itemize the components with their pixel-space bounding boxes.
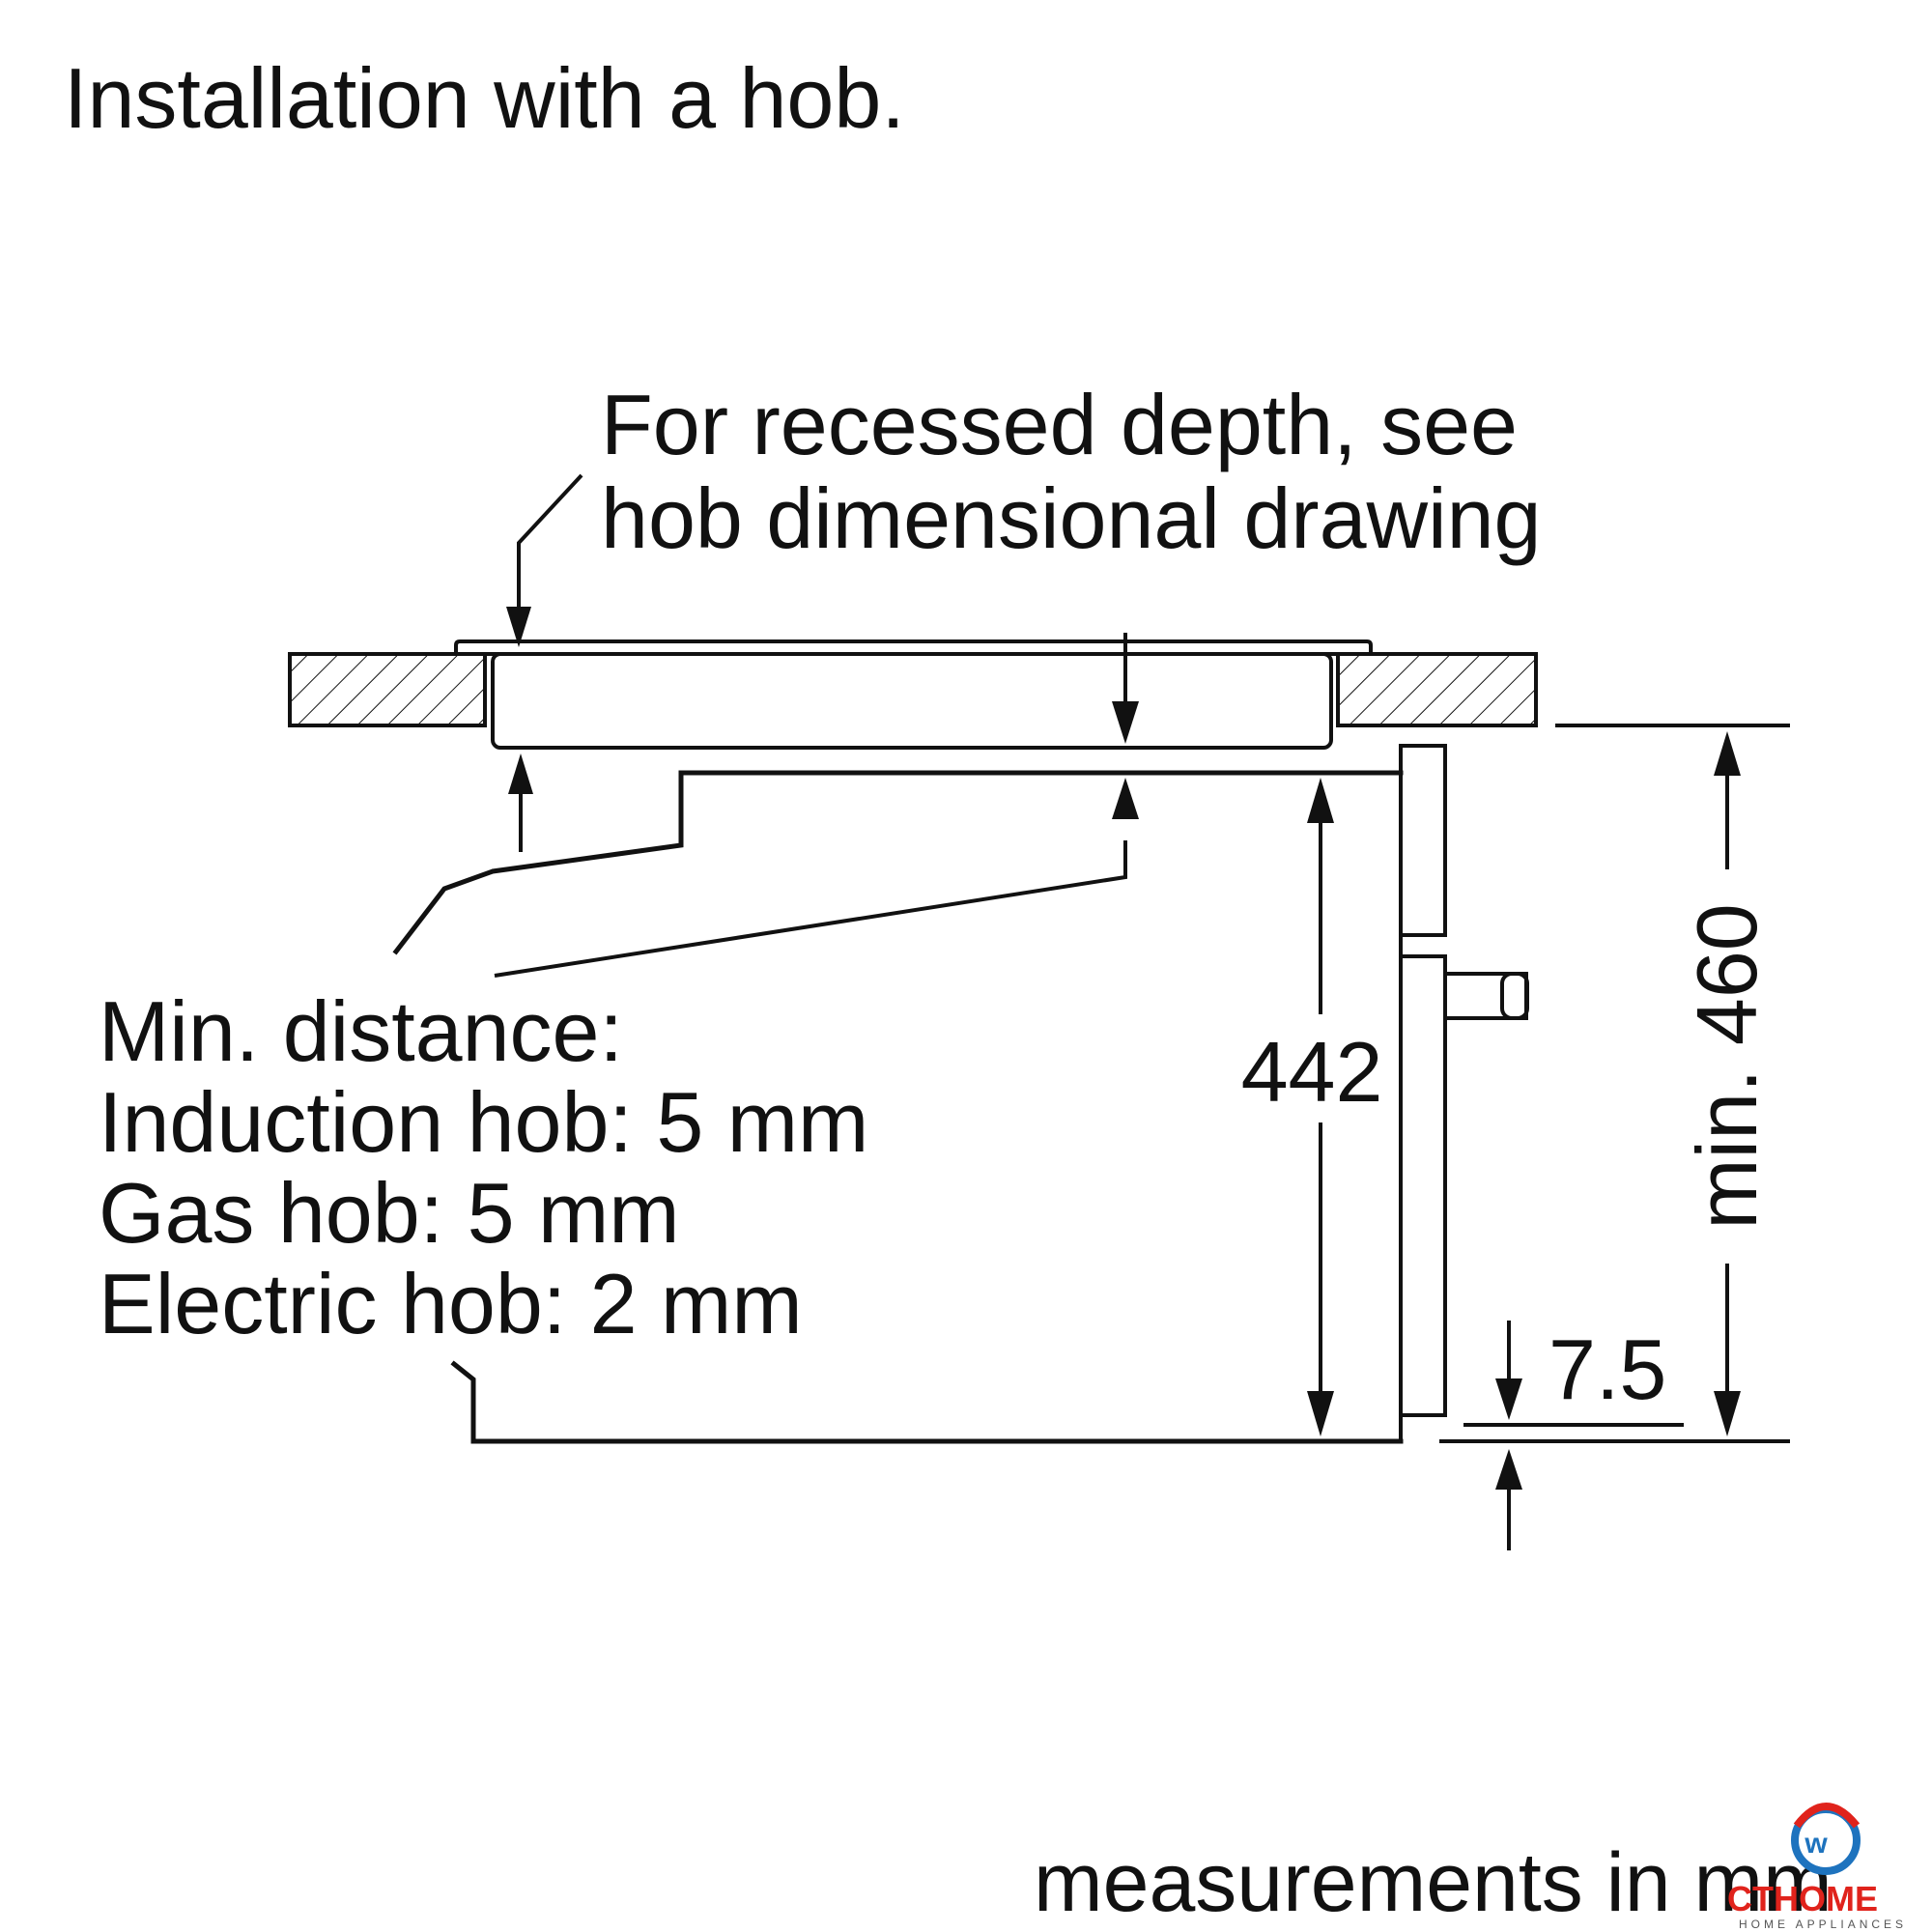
page-title: Installation with a hob. bbox=[64, 50, 905, 146]
leader-line bbox=[517, 473, 583, 609]
hob-body bbox=[491, 652, 1333, 750]
arrow-up-left-icon bbox=[508, 753, 533, 794]
logo-brand: CTHOME bbox=[1727, 1879, 1878, 1918]
cthome-logo: w CTHOME HOME APPLIANCES bbox=[1727, 1803, 1907, 1931]
dim75-arrow-down-icon bbox=[1495, 1378, 1522, 1420]
dimension-7-5-label: 7.5 bbox=[1548, 1321, 1666, 1417]
knob-icon bbox=[1500, 972, 1529, 1020]
worktop-right-hatch bbox=[1336, 652, 1538, 727]
logo-mark-glyph: w bbox=[1804, 1828, 1828, 1860]
worktop-left-hatch bbox=[288, 652, 487, 727]
hob bbox=[454, 639, 1373, 750]
oven-door-lower bbox=[1399, 954, 1447, 1417]
min-distance-arrows bbox=[508, 633, 1139, 852]
logo-roof-icon bbox=[1793, 1803, 1861, 1829]
oven-leader-right bbox=[494, 840, 1127, 978]
recessed-note-line1: For recessed depth, see bbox=[601, 377, 1518, 472]
dimension-7-5 bbox=[1463, 1321, 1684, 1550]
units-note: measurements in mm bbox=[1034, 1836, 1833, 1929]
dim442-arrow-down-icon bbox=[1307, 1391, 1334, 1436]
oven-bottom-line bbox=[450, 1360, 1404, 1444]
arrow-down-mid-icon bbox=[1112, 701, 1139, 744]
dimension-460 bbox=[1439, 724, 1790, 1443]
oven-door-step bbox=[1399, 935, 1445, 958]
dimension-460-label: min. 460 bbox=[1679, 903, 1775, 1230]
leader-arrow bbox=[506, 607, 531, 647]
dim75-arrow-up-icon bbox=[1495, 1449, 1522, 1490]
dimension-442 bbox=[1307, 778, 1334, 1436]
min-distance-electric: Electric hob: 2 mm bbox=[99, 1256, 803, 1351]
logo-tagline: HOME APPLIANCES bbox=[1739, 1918, 1907, 1931]
knob-stem bbox=[1443, 972, 1528, 1020]
min-distance-block: Min. distance: Induction hob: 5 mm Gas h… bbox=[99, 983, 868, 1351]
hob-top-plate bbox=[454, 639, 1373, 654]
arrow-up-mid-icon bbox=[1112, 778, 1139, 819]
recessed-note-line2: hob dimensional drawing bbox=[601, 470, 1542, 566]
dimension-442-label: 442 bbox=[1241, 1024, 1383, 1120]
min-distance-gas: Gas hob: 5 mm bbox=[99, 1165, 680, 1261]
dim460-arrow-up-icon bbox=[1714, 731, 1741, 776]
min-distance-induction: Induction hob: 5 mm bbox=[99, 1074, 868, 1170]
dim442-arrow-up-icon bbox=[1307, 778, 1334, 823]
oven bbox=[392, 744, 1529, 1444]
dim460-arrow-down-icon bbox=[1714, 1391, 1741, 1436]
oven-door-upper bbox=[1399, 744, 1447, 937]
min-distance-heading: Min. distance: bbox=[99, 983, 623, 1079]
oven-top-line bbox=[392, 770, 1404, 955]
worktop bbox=[288, 652, 1538, 727]
recessed-depth-leader bbox=[506, 473, 583, 647]
